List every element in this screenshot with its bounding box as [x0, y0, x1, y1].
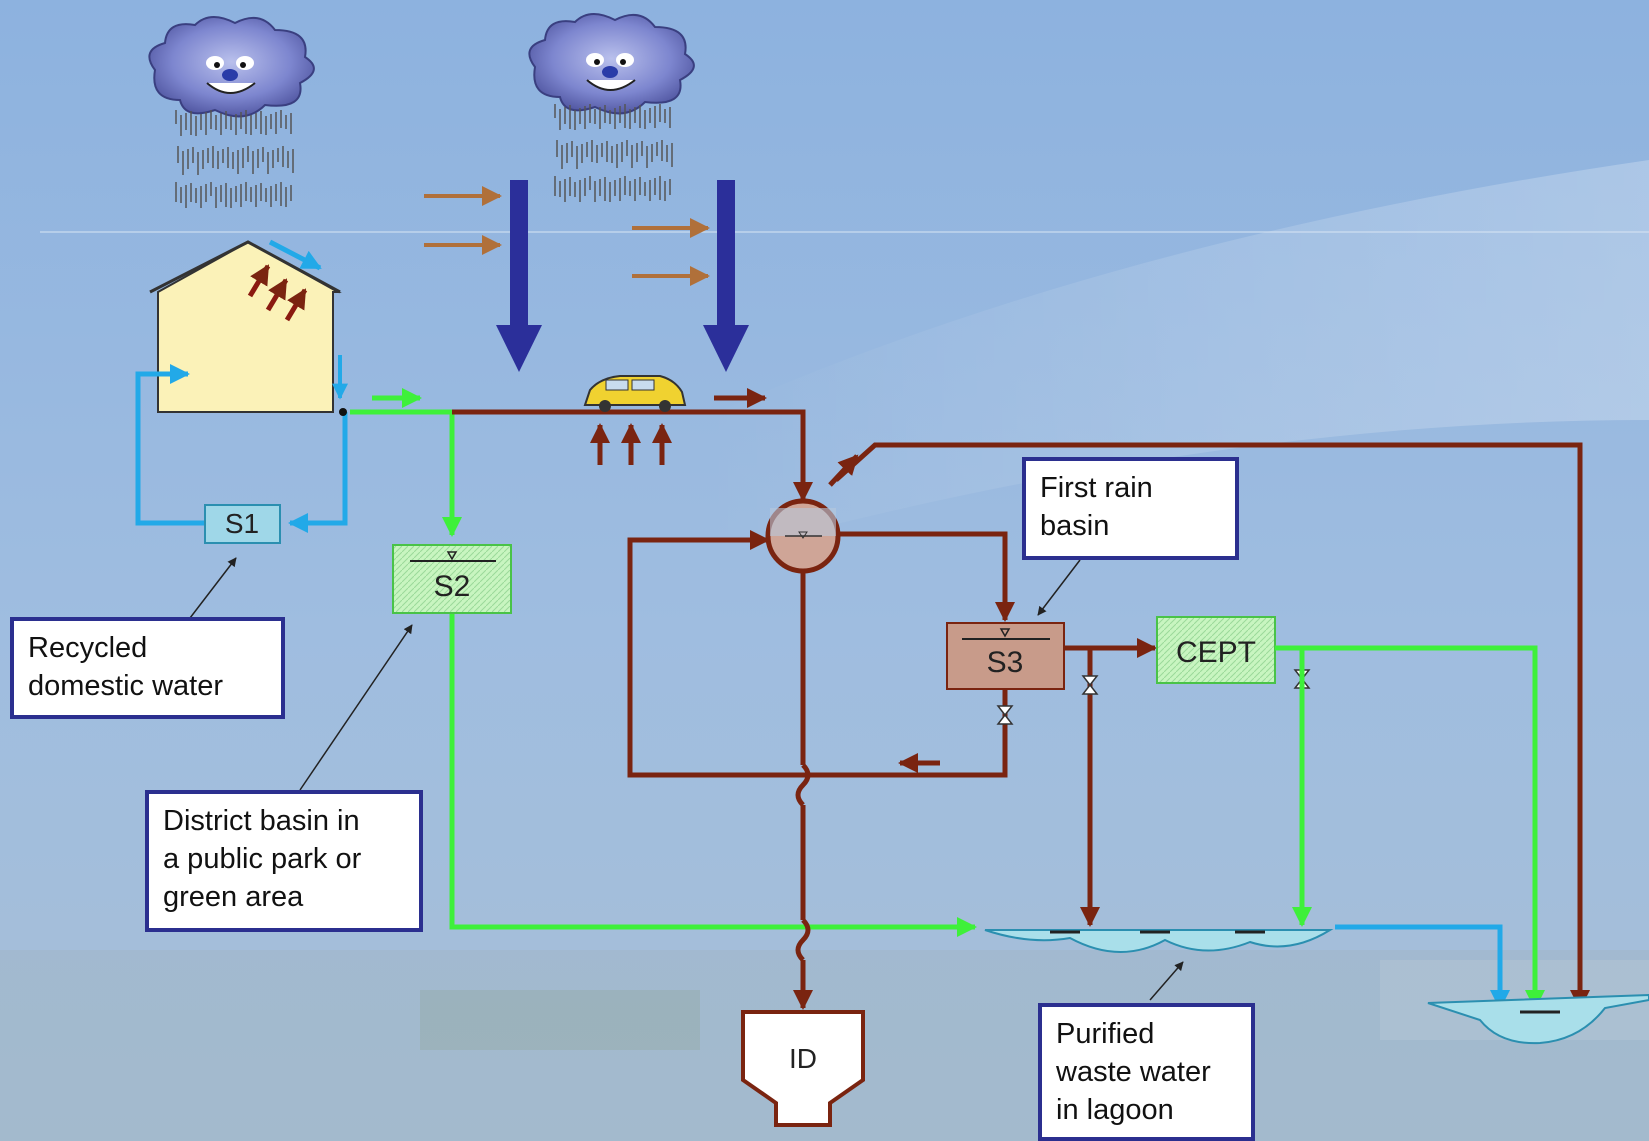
s3-first-rain-basin: S3: [946, 622, 1065, 690]
storm-cloud-icon: [528, 13, 695, 115]
rainfall-arrow: [703, 180, 749, 372]
callout-district-basin: District basin in a public park or green…: [145, 790, 423, 932]
storm-cloud-icon: [148, 16, 315, 118]
id-infiltration-device: ID: [741, 1010, 865, 1127]
lagoon-icon: [984, 929, 1334, 953]
id-label: ID: [789, 1043, 817, 1074]
callout-line: domestic water: [28, 670, 224, 702]
callout-first-rain-basin: First rain basin: [1022, 457, 1239, 560]
manhole-icon: [765, 498, 841, 574]
valve-icon: [996, 669, 1311, 725]
cept-label: CEPT: [1176, 636, 1256, 669]
rain-icon: [175, 110, 294, 208]
wind-arrows: [424, 186, 710, 286]
callout-line: First rain: [1040, 472, 1153, 504]
callout-line: green area: [163, 881, 304, 913]
callout-purified-waste-water: Purified waste water in lagoon: [1038, 1003, 1255, 1141]
rain-icon: [554, 104, 673, 202]
rainfall-arrow: [496, 180, 542, 372]
house-icon: [149, 240, 342, 413]
callout-pointers: [189, 557, 1184, 1001]
callout-line: basin: [1040, 510, 1110, 542]
callout-line: Purified: [1056, 1018, 1155, 1050]
s3-label: S3: [987, 646, 1024, 679]
callout-line: waste water: [1056, 1056, 1211, 1088]
callout-recycled-domestic-water: Recycled domestic water: [10, 617, 285, 719]
callout-line: Recycled: [28, 632, 148, 664]
car-icon: [583, 375, 687, 412]
s1-tank: S1: [204, 504, 281, 544]
s1-label: S1: [225, 508, 259, 539]
river-icon: [1427, 993, 1649, 1045]
callout-line: District basin in: [163, 805, 360, 837]
callout-line: a public park or: [163, 843, 362, 875]
s2-basin: S2: [392, 544, 512, 614]
cept-unit: CEPT: [1156, 616, 1276, 684]
callout-line: in lagoon: [1056, 1094, 1174, 1126]
s2-label: S2: [434, 570, 471, 603]
